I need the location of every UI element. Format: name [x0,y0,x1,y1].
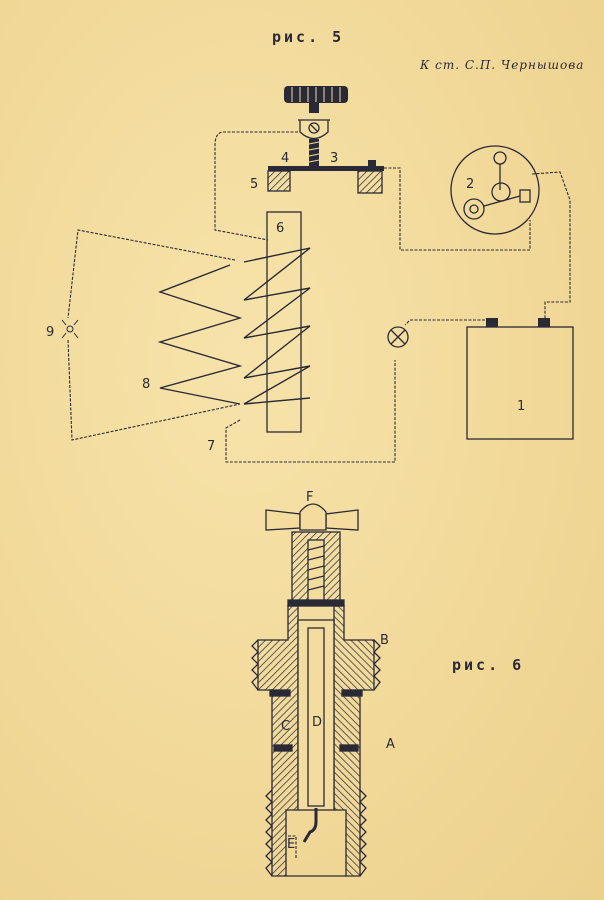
primary-coil [243,247,311,405]
label-screw: 3 [330,151,338,166]
breaker-dial [450,145,540,235]
label-C: C [281,719,290,734]
label-battery: 1 [517,399,525,414]
label-E: E [287,837,295,852]
wing-nut [265,509,301,531]
label-core: 6 [276,221,284,236]
label-B: B [380,633,389,648]
label-D: D [312,715,322,730]
center-electrode [307,627,325,807]
label-armature: 4 [281,151,289,166]
figure-5-title: рис. 5 [272,28,345,46]
label-spark: 9 [46,325,54,340]
secondary-coil [157,264,243,405]
label-secondary: 8 [142,377,150,392]
label-F: F [306,490,313,505]
label-contact: 5 [250,177,258,192]
label-A: A [386,737,395,752]
iron-core [266,211,302,433]
figure-5-circuit [61,86,574,463]
spark-gap [61,319,79,339]
label-breaker: 2 [466,177,474,192]
battery [466,326,574,440]
contact-screw [309,139,319,167]
article-attribution: К ст. С.П. Чернышова [420,58,585,72]
interrupter-armature [268,166,384,171]
plug-body [257,605,299,877]
figure-6-title: рис. 6 [452,656,525,674]
label-lead: 7 [207,439,215,454]
indicator-bulb [387,326,409,348]
figure-6-section [251,503,381,877]
